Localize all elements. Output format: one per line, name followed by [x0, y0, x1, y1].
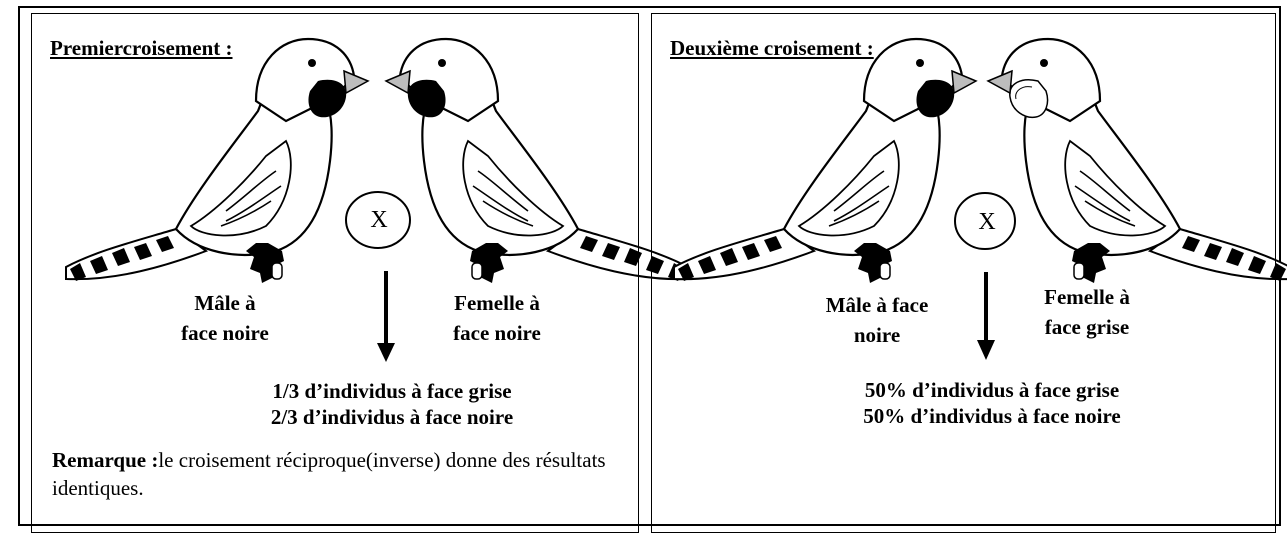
result-line1: 50% d’individus à face grise	[782, 377, 1202, 403]
male-label-line1: Mâle à	[160, 288, 290, 318]
male-label-line2: face noire	[160, 318, 290, 348]
cross-symbol: X	[347, 205, 411, 235]
result-line2: 2/3 d’individus à face noire	[182, 404, 602, 430]
result-line1: 1/3 d’individus à face grise	[182, 378, 602, 404]
male-label: Mâle à face noire	[160, 288, 290, 348]
result-line2: 50% d’individus à face noire	[782, 403, 1202, 429]
female-label-line2: face noire	[422, 318, 572, 348]
cross-symbol: X	[955, 207, 1019, 237]
panel-title: Deuxième croisement :	[670, 36, 874, 61]
panel-first-cross: Premiercroisement : Mâle à face noire Fe…	[31, 13, 639, 533]
remark-label: Remarque :	[52, 448, 158, 472]
male-label-line2: noire	[797, 320, 957, 350]
panel-second-cross: Deuxième croisement : Mâle à face noire …	[651, 13, 1276, 533]
panel-title: Premiercroisement :	[50, 36, 233, 61]
female-label: Femelle à face grise	[1022, 282, 1152, 342]
female-label: Femelle à face noire	[422, 288, 572, 348]
result-text: 1/3 d’individus à face grise 2/3 d’indiv…	[182, 378, 602, 430]
female-label-line1: Femelle à	[1022, 282, 1152, 312]
male-label: Mâle à face noire	[797, 290, 957, 350]
result-text: 50% d’individus à face grise 50% d’indiv…	[782, 377, 1202, 429]
female-label-line2: face grise	[1022, 312, 1152, 342]
female-label-line1: Femelle à	[422, 288, 572, 318]
male-label-line1: Mâle à face	[797, 290, 957, 320]
remark: Remarque :le croisement réciproque(inver…	[52, 446, 632, 502]
